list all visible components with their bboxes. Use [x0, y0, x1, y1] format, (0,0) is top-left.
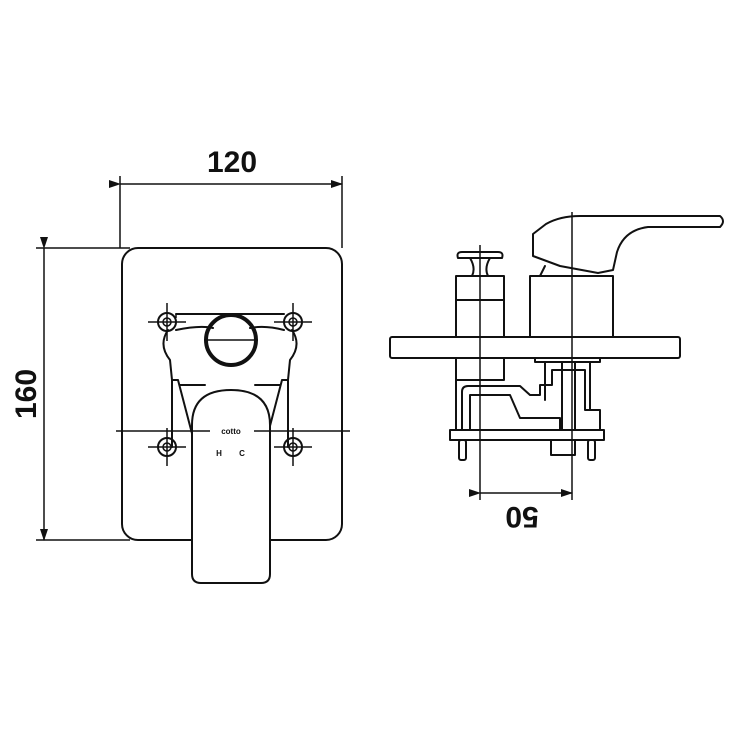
- side-lever: [532, 215, 724, 274]
- height-label: 160: [10, 369, 43, 419]
- valve-body-side: [449, 357, 605, 441]
- lever-handle: [191, 389, 271, 584]
- pin-left: [458, 439, 467, 461]
- front-view: 120 160 cotto H C: [10, 146, 350, 584]
- cold-marker: C: [239, 449, 245, 458]
- mounting-hole-icon: [274, 428, 312, 466]
- mounting-hole-icon: [148, 303, 186, 341]
- pin-right: [587, 439, 596, 461]
- depth-dimension: 50: [469, 489, 573, 533]
- diverter-knob: [456, 251, 504, 277]
- brand-logo: cotto: [221, 427, 241, 436]
- width-label: 120: [207, 146, 257, 179]
- width-dimension: 120: [109, 146, 343, 248]
- mounting-hole-icon: [148, 428, 186, 466]
- mounting-hole-icon: [274, 303, 312, 341]
- hot-marker: H: [216, 449, 222, 458]
- outlet-stub: [550, 439, 576, 456]
- side-plate: [389, 336, 681, 359]
- depth-label: 50: [505, 500, 538, 533]
- height-dimension: 160: [10, 237, 130, 541]
- side-view: 50: [389, 212, 724, 533]
- mounting-holes: [148, 303, 312, 466]
